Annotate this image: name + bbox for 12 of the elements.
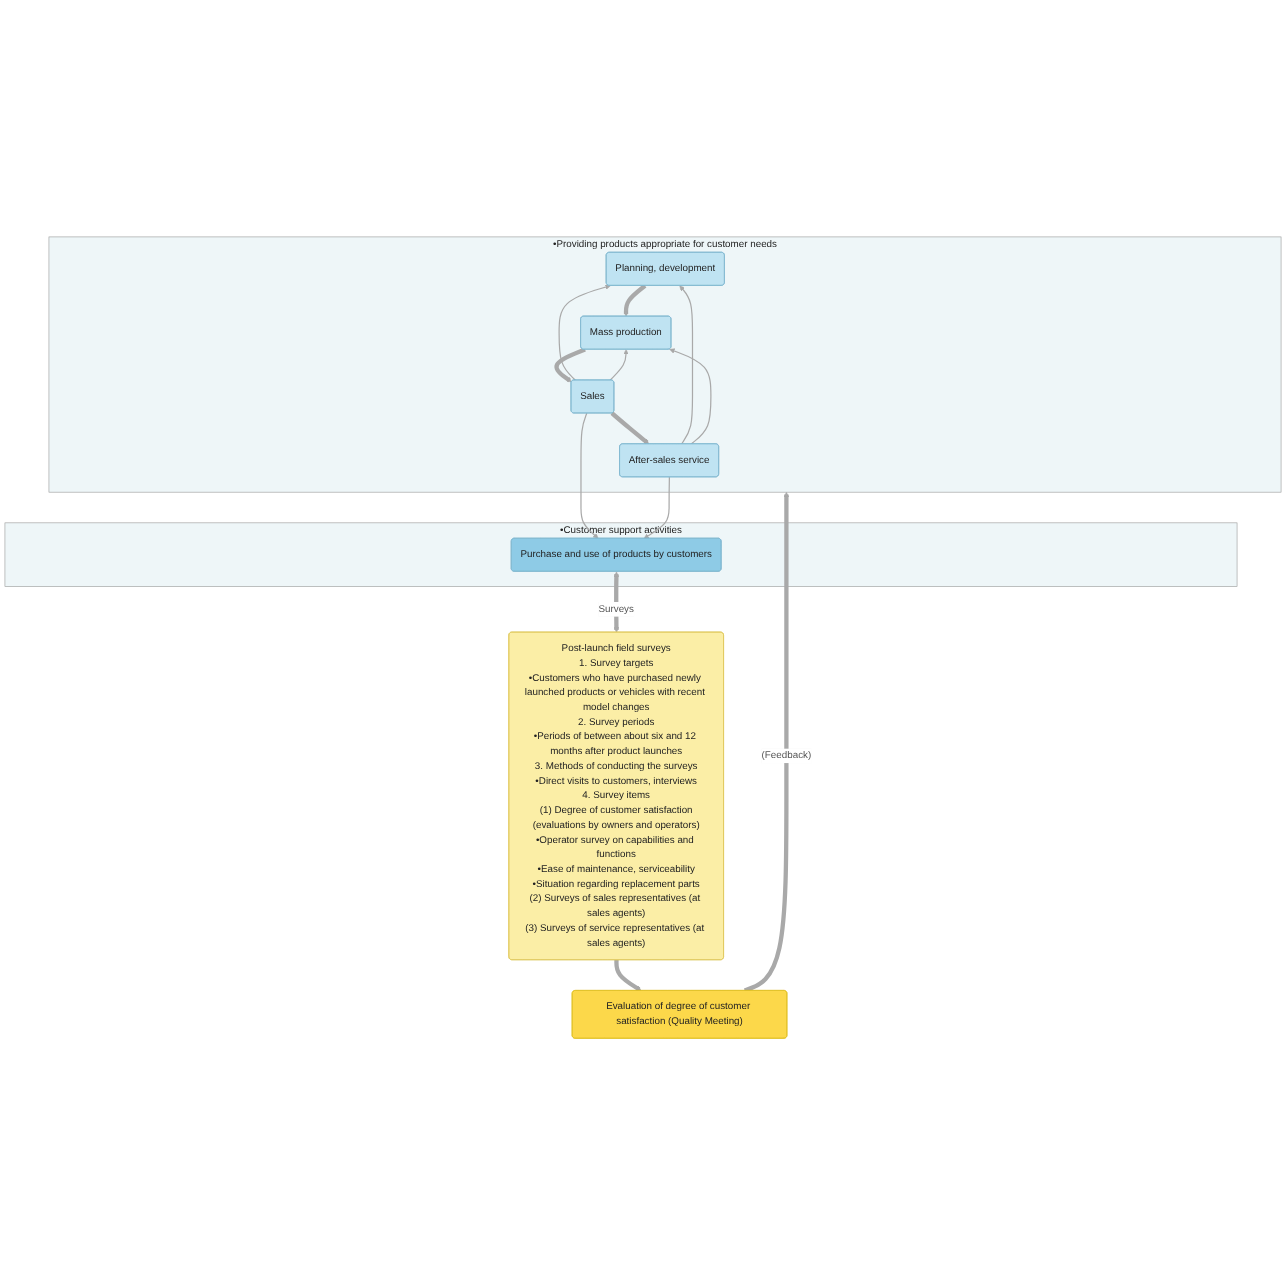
- arrow: [669, 348, 712, 446]
- arrow: [609, 349, 629, 382]
- arrow: [554, 347, 586, 383]
- arrow: [743, 492, 790, 993]
- arrow: [623, 284, 647, 317]
- arrow: [643, 476, 670, 540]
- arrow: [610, 412, 650, 445]
- arrow: [580, 413, 599, 540]
- arrow: [558, 284, 611, 382]
- arrow: [679, 285, 694, 446]
- arrow: [613, 572, 620, 634]
- arrow: [614, 960, 642, 992]
